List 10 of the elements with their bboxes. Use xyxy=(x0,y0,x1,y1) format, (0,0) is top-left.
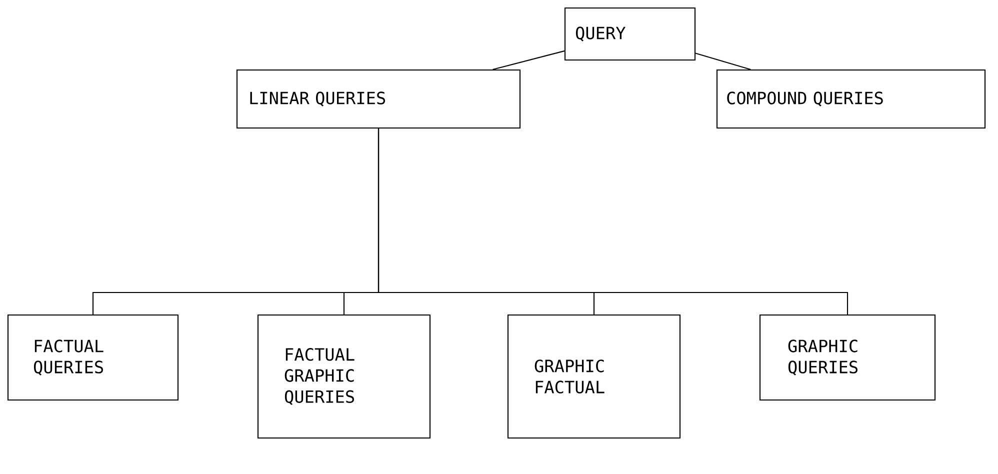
label-box: GRAPHIC FACTUAL xyxy=(507,314,681,439)
label-box: QUERY xyxy=(564,7,696,61)
label-box: FACTUAL QUERIES xyxy=(7,314,179,401)
label-box: FACTUAL GRAPHIC QUERIES xyxy=(257,314,431,439)
label-box: LINEAR QUERIES xyxy=(236,69,521,129)
label-box: COMPOUND QUERIES xyxy=(716,69,986,129)
connector-line xyxy=(492,50,565,70)
connector-line xyxy=(695,52,751,70)
connector-line xyxy=(378,128,848,314)
label-box: GRAPHIC QUERIES xyxy=(759,314,936,401)
